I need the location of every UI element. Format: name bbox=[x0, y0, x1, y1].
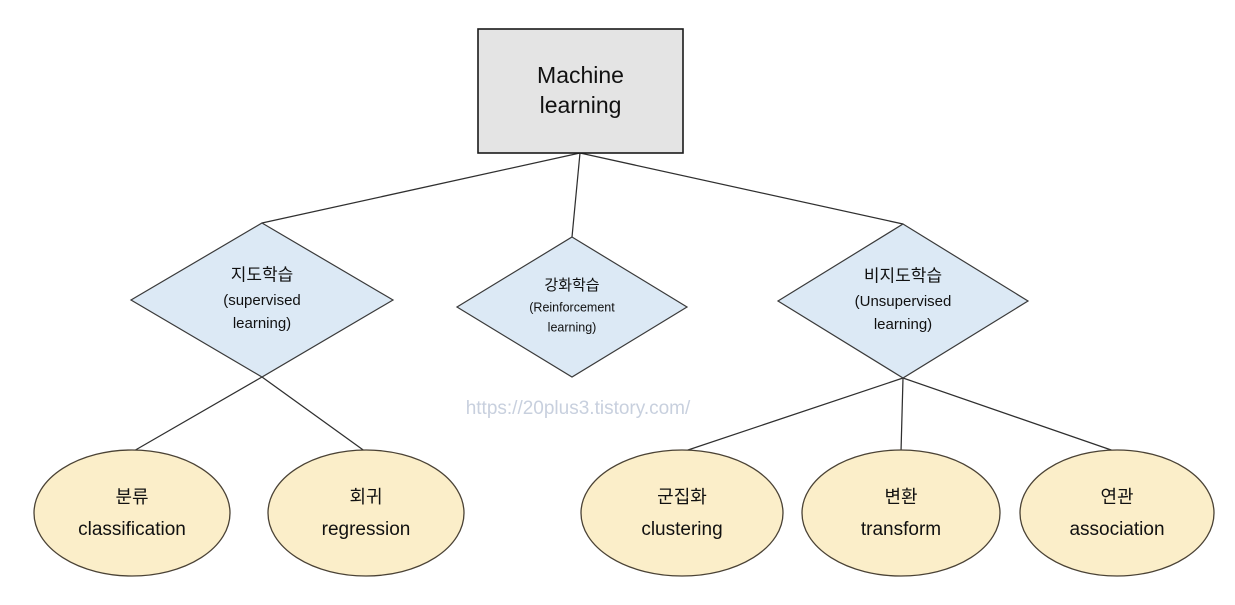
leaf-shape-association bbox=[1019, 449, 1215, 577]
root-node-label-line1: Machine bbox=[537, 62, 624, 88]
connector-unsupervised-to-transform bbox=[900, 377, 904, 453]
leaf-association-label-en: association bbox=[1069, 519, 1164, 540]
leaf-shape-classification bbox=[33, 449, 231, 577]
decision-unsupervised-label-en-line2: learning) bbox=[874, 316, 932, 333]
connector-root-to-supervised bbox=[261, 152, 581, 224]
connector-root-to-unsupervised bbox=[579, 152, 904, 225]
leaf-shape-clustering bbox=[580, 449, 784, 577]
root-node-layer: Machine learning bbox=[477, 28, 684, 154]
decision-reinforcement-label-ko: 강화학습 bbox=[544, 277, 599, 294]
node-transform[interactable]: 변환 transform bbox=[801, 449, 1001, 577]
root-node-label-line2: learning bbox=[540, 92, 622, 118]
node-association[interactable]: 연관 association bbox=[1019, 449, 1215, 577]
connector-supervised-to-regression bbox=[261, 376, 367, 453]
connector-supervised-to-classification bbox=[131, 376, 263, 453]
leaf-association-label-ko: 연관 bbox=[1100, 487, 1133, 507]
decision-reinforcement-label-en-line2: learning) bbox=[548, 320, 597, 334]
decision-unsupervised-label-ko: 비지도학습 bbox=[864, 266, 942, 285]
connector-unsupervised-to-clustering bbox=[681, 377, 904, 453]
decision-supervised-label-en-line2: learning) bbox=[233, 315, 291, 332]
leaf-clustering-label-en: clustering bbox=[641, 519, 722, 540]
node-classification[interactable]: 분류 classification bbox=[33, 449, 231, 577]
decision-reinforcement-label-en-line1: (Reinforcement bbox=[529, 300, 615, 314]
decision-supervised-label-ko: 지도학습 bbox=[231, 265, 294, 284]
node-regression[interactable]: 회귀 regression bbox=[267, 449, 465, 577]
leaf-transform-label-ko: 변환 bbox=[884, 487, 917, 507]
leaf-regression-label-ko: 회귀 bbox=[349, 487, 382, 507]
node-reinforcement[interactable]: 강화학습 (Reinforcement learning) bbox=[455, 236, 689, 378]
decision-shape-supervised bbox=[129, 222, 395, 378]
leaf-shape-regression bbox=[267, 449, 465, 577]
decision-shape-reinforcement bbox=[455, 236, 689, 378]
leaf-clustering-label-ko: 군집화 bbox=[657, 487, 707, 507]
connector-layer bbox=[131, 152, 1118, 453]
decision-supervised-label-en-line1: (supervised bbox=[223, 292, 301, 309]
node-supervised[interactable]: 지도학습 (supervised learning) bbox=[129, 222, 395, 378]
leaf-node-layer: 분류 classification 회귀 regression 군집화 clusterin… bbox=[33, 449, 1215, 577]
connector-root-to-reinforcement bbox=[571, 152, 581, 238]
watermark-url: https://20plus3.tistory.com/ bbox=[466, 398, 691, 419]
decision-shape-unsupervised bbox=[776, 223, 1030, 379]
root-node-shape bbox=[477, 28, 684, 154]
leaf-regression-label-en: regression bbox=[322, 519, 411, 540]
decision-node-layer: 지도학습 (supervised learning) 강화학습 (Reinforceme… bbox=[129, 222, 1030, 379]
node-clustering[interactable]: 군집화 clustering bbox=[580, 449, 784, 577]
leaf-transform-label-en: transform bbox=[861, 519, 941, 540]
leaf-classification-label-ko: 분류 bbox=[115, 487, 148, 507]
node-machine-learning[interactable]: Machine learning bbox=[477, 28, 684, 154]
leaf-classification-label-en: classification bbox=[78, 519, 186, 540]
node-unsupervised[interactable]: 비지도학습 (Unsupervised learning) bbox=[776, 223, 1030, 379]
decision-unsupervised-label-en-line1: (Unsupervised bbox=[855, 293, 952, 310]
connector-unsupervised-to-association bbox=[902, 377, 1118, 453]
leaf-shape-transform bbox=[801, 449, 1001, 577]
